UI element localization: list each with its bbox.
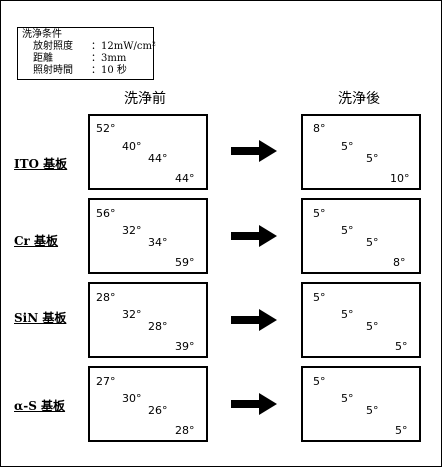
contact-angle: 5° <box>341 224 354 237</box>
contact-angle: 5° <box>341 308 354 321</box>
contact-angle: 5° <box>341 392 354 405</box>
contact-angle: 5° <box>313 375 326 388</box>
contact-angle: 10° <box>390 172 410 185</box>
condition-label: 放射照度 <box>33 41 73 52</box>
right-arrow-icon <box>231 393 277 415</box>
before-panel-ito: 52° 40° 44° 44° <box>88 114 208 190</box>
contact-angle: 5° <box>366 152 379 165</box>
contact-angle: 44° <box>175 172 195 185</box>
contact-angle: 34° <box>148 236 168 249</box>
contact-angle: 26° <box>148 404 168 417</box>
contact-angle: 5° <box>366 404 379 417</box>
contact-angle: 8° <box>313 122 326 135</box>
right-arrow-icon <box>231 140 277 162</box>
contact-angle: 30° <box>122 392 142 405</box>
contact-angle: 27° <box>96 375 116 388</box>
substrate-label-cr: Cr 基板 <box>14 234 59 248</box>
contact-angle: 56° <box>96 207 116 220</box>
contact-angle: 28° <box>175 424 195 437</box>
before-panel-a-si: 27° 30° 26° 28° <box>88 366 208 442</box>
contact-angle: 5° <box>395 424 408 437</box>
contact-angle: 5° <box>313 207 326 220</box>
before-panel-cr: 56° 32° 34° 59° <box>88 198 208 274</box>
contact-angle: 5° <box>366 236 379 249</box>
condition-label: 照射時間 <box>33 65 73 76</box>
condition-value: ：12mW/cm² <box>91 41 156 52</box>
condition-label: 距離 <box>33 53 53 64</box>
contact-angle: 28° <box>96 291 116 304</box>
after-panel-a-si: 5° 5° 5° 5° <box>301 366 421 442</box>
before-panel-sin: 28° 32° 28° 39° <box>88 282 208 358</box>
substrate-label-sin: SiN 基板 <box>14 311 67 325</box>
contact-angle: 5° <box>341 140 354 153</box>
header-before-cleaning: 洗浄前 <box>124 91 166 107</box>
contact-angle: 59° <box>175 256 195 269</box>
condition-value: ：3mm <box>91 53 127 64</box>
contact-angle: 32° <box>122 224 142 237</box>
contact-angle: 52° <box>96 122 116 135</box>
header-after-cleaning: 洗浄後 <box>338 91 380 107</box>
contact-angle: 5° <box>313 291 326 304</box>
after-panel-sin: 5° 5° 5° 5° <box>301 282 421 358</box>
contact-angle: 8° <box>393 256 406 269</box>
contact-angle: 40° <box>122 140 142 153</box>
right-arrow-icon <box>231 225 277 247</box>
substrate-label-ito: ITO 基板 <box>14 157 68 171</box>
contact-angle: 5° <box>395 340 408 353</box>
after-panel-cr: 5° 5° 5° 8° <box>301 198 421 274</box>
cleaning-conditions-box: 洗浄条件 放射照度 ：12mW/cm² 距離 ：3mm 照射時間 ：10 秒 <box>17 27 156 80</box>
contact-angle: 28° <box>148 320 168 333</box>
contact-angle: 39° <box>175 340 195 353</box>
conditions-title: 洗浄条件 <box>22 29 62 40</box>
condition-value: ：10 秒 <box>91 65 127 76</box>
right-arrow-icon <box>231 309 277 331</box>
contact-angle: 32° <box>122 308 142 321</box>
contact-angle: 44° <box>148 152 168 165</box>
after-panel-ito: 8° 5° 5° 10° <box>301 114 421 190</box>
substrate-label-a-si: α-S 基板 <box>14 399 66 413</box>
contact-angle: 5° <box>366 320 379 333</box>
